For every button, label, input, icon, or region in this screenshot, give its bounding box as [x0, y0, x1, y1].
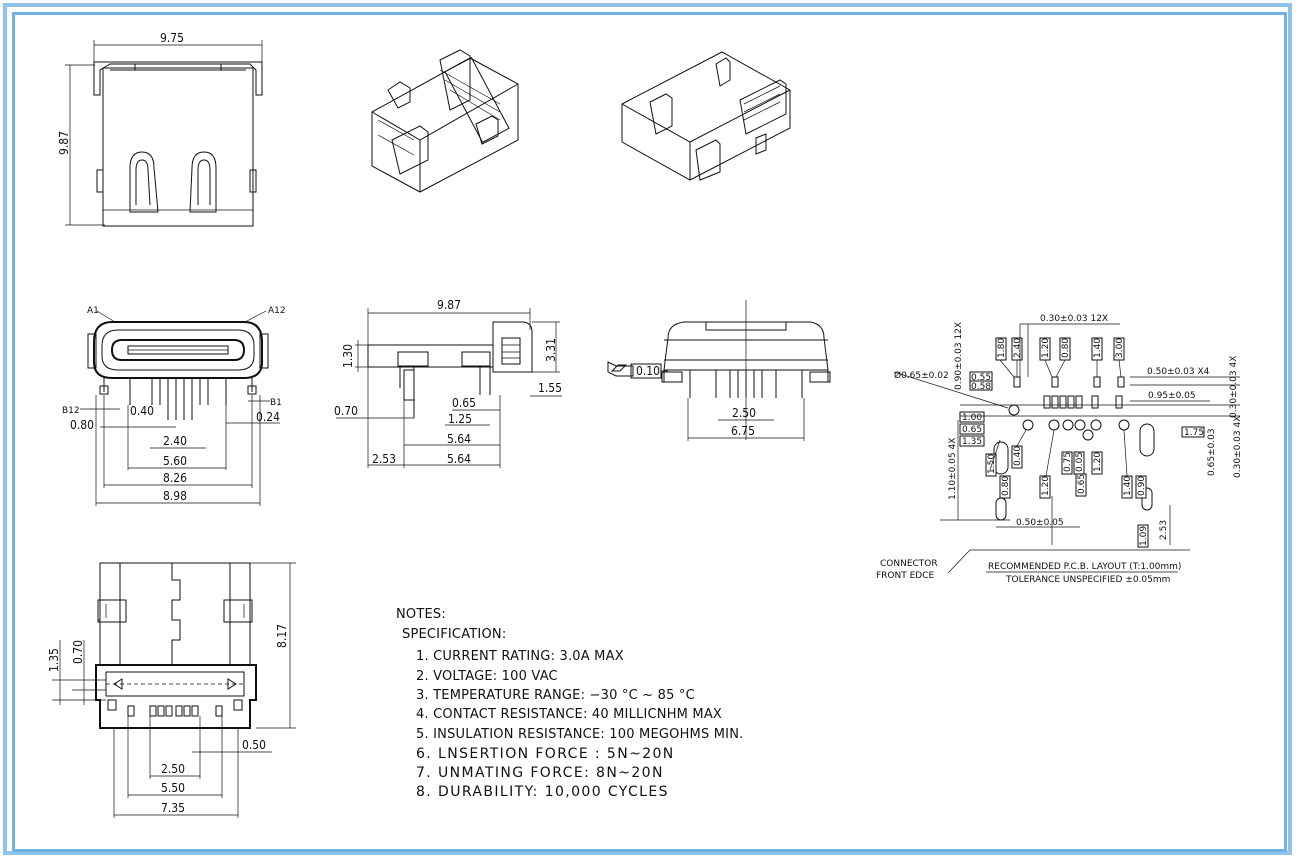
- note-item-7: 7. UNMATING FORCE: 8N~20N: [416, 765, 664, 781]
- svg-text:1.20: 1.20: [1041, 338, 1051, 358]
- side-view: 9.87 1.30 3.31 1.55 0.70 0.65 1.25 5.64: [334, 298, 562, 468]
- pcb-vias: [1008, 404, 1130, 441]
- pcb-d065: 0.65: [962, 425, 982, 435]
- dim-bottom-550: 5.50: [161, 781, 185, 795]
- pcb-d065-v: 0.65±0.03: [1207, 428, 1217, 476]
- note-item-8: 8. DURABILITY: 10,000 CYCLES: [416, 784, 669, 800]
- pcb-connector-edge-2: FRONT EDCE: [876, 571, 935, 581]
- front-leads: [129, 378, 227, 420]
- dim-front-826: 8.26: [163, 471, 187, 485]
- inner-frame: [12, 12, 1287, 852]
- dim-bottom-050: 0.50: [242, 738, 266, 752]
- pcb-d090: 0.90±0.03 12X: [954, 322, 964, 390]
- svg-text:1.40: 1.40: [1123, 476, 1133, 496]
- dim-side-width: 9.87: [437, 298, 461, 312]
- pcb-d175: 1.75: [1184, 428, 1204, 438]
- iso-view-1: [371, 49, 519, 193]
- iso-view-2: [621, 51, 791, 181]
- dim-front-040: 0.40: [130, 404, 154, 418]
- bottom-view: 1.35 0.70 8.17 0.50 2.50 5.50 7.35: [47, 562, 296, 818]
- pcb-signal-pads: [1013, 376, 1125, 409]
- dim-bottom-135: 1.35: [47, 648, 61, 672]
- svg-text:1.80: 1.80: [997, 338, 1007, 358]
- svg-text:3.00: 3.00: [1115, 338, 1125, 358]
- dim-side-331: 3.31: [544, 338, 558, 362]
- dim-bottom-735: 7.35: [161, 801, 185, 815]
- pcb-d253: 2.53: [1159, 520, 1169, 540]
- note-item-2: 2. VOLTAGE: 100 VAC: [416, 669, 558, 684]
- pcb-d058: 0.58: [971, 382, 991, 392]
- pcb-d030-v: 0.30±0.03 4X: [1233, 416, 1243, 478]
- pcb-connector-edge-1: CONNECTOR: [880, 559, 938, 569]
- pcb-d050x4: 0.50±0.03 X4: [1147, 367, 1210, 377]
- dim-side-070: 0.70: [334, 404, 358, 418]
- dim-top-width: 9.75: [160, 31, 184, 45]
- svg-text:0.75: 0.75: [1063, 452, 1073, 472]
- dim-bottom-070: 0.70: [71, 640, 85, 664]
- notes-title: NOTES:: [396, 607, 446, 622]
- rear-flatness: 0.10: [636, 364, 660, 378]
- label-b1: B1: [270, 398, 282, 408]
- svg-text:0.65: 0.65: [1077, 474, 1087, 494]
- pcb-vertical-labels: 1.80 2.40 1.20 0.80 1.40 3.00 1.50 0.40 …: [985, 337, 1147, 499]
- pcb-d110: 1.10±0.05 4X: [948, 438, 958, 500]
- note-item-4: 4. CONTACT RESISTANCE: 40 MILLICNHM MAX: [416, 707, 722, 722]
- svg-text:0.80: 0.80: [1001, 476, 1011, 496]
- label-a1: A1: [87, 306, 99, 316]
- pcb-layout-title: RECOMMENDED P.C.B. LAYOUT (T:1.00mm): [988, 562, 1181, 572]
- svg-text:1.20: 1.20: [1041, 476, 1051, 496]
- dim-rear-250: 2.50: [732, 406, 756, 420]
- pcb-d065dia: Ø0.65±0.02: [894, 370, 949, 381]
- dim-front-240: 2.40: [163, 434, 187, 448]
- label-b12: B12: [62, 406, 80, 416]
- pcb-d109: 1.09: [1139, 526, 1149, 546]
- svg-text:0.05: 0.05: [1075, 452, 1085, 472]
- dim-side-155: 1.55: [538, 381, 562, 395]
- dim-front-080: 0.80: [70, 418, 94, 432]
- dim-front-024: 0.24: [256, 410, 280, 424]
- bottom-leads: [127, 705, 223, 717]
- pcb-d055: 0.55: [971, 373, 991, 383]
- pcb-d030-12x: 0.30±0.03 12X: [1040, 314, 1108, 324]
- dim-side-130: 1.30: [341, 344, 355, 368]
- notes-spec: SPECIFICATION:: [402, 627, 506, 642]
- svg-text:0.80: 0.80: [1061, 338, 1071, 358]
- dim-rear-675: 6.75: [731, 424, 755, 438]
- rear-view: 0.10 2.50 6.75: [607, 300, 831, 441]
- svg-text:1.20: 1.20: [1093, 452, 1103, 472]
- dim-side-065: 0.65: [452, 396, 476, 410]
- outer-frame: [3, 3, 1292, 855]
- pcb-d135: 1.35: [962, 437, 982, 447]
- pcb-d095: 0.95±0.05: [1148, 391, 1196, 401]
- pcb-tolerance: TOLERANCE UNSPECIFIED ±0.05mm: [1005, 575, 1170, 585]
- dim-side-564a: 5.64: [447, 432, 471, 446]
- svg-text:2.40: 2.40: [1013, 338, 1023, 358]
- svg-text:1.40: 1.40: [1093, 338, 1103, 358]
- svg-text:0.90: 0.90: [1137, 476, 1147, 496]
- note-item-3: 3. TEMPERATURE RANGE: −30 °C ~ 85 °C: [416, 688, 695, 703]
- dim-side-125: 1.25: [448, 412, 472, 426]
- dim-side-253: 2.53: [372, 452, 396, 466]
- dim-top-height: 9.87: [57, 131, 71, 155]
- front-view: A1 A12 B12 B1 0.40 0: [62, 306, 286, 506]
- pcb-d050-05: 0.50±0.05: [1016, 518, 1064, 528]
- dim-bottom-817: 8.17: [275, 624, 289, 648]
- notes-block: NOTES: SPECIFICATION: 1. CURRENT RATING:…: [396, 607, 743, 800]
- dim-side-564b: 5.64: [447, 452, 471, 466]
- top-view: 9.75 9.87: [57, 31, 263, 227]
- note-item-6: 6. LNSERTION FORCE : 5N~20N: [416, 746, 675, 762]
- note-item-5: 5. INSULATION RESISTANCE: 100 MEGOHMS MI…: [416, 727, 743, 742]
- label-a12: A12: [268, 306, 286, 316]
- pcb-layout: 0.30±0.03 12X 0.90±0.03 12X Ø0.65±0.02 0…: [876, 314, 1243, 585]
- pcb-d030-4x: 0.30±0.03 4X: [1229, 356, 1239, 418]
- dim-front-560: 5.60: [163, 454, 187, 468]
- dim-front-898: 8.98: [163, 489, 187, 503]
- note-item-1: 1. CURRENT RATING: 3.0A MAX: [416, 649, 624, 664]
- svg-text:0.40: 0.40: [1013, 446, 1023, 466]
- pcb-d100: 1.00: [962, 413, 982, 423]
- dim-bottom-250: 2.50: [161, 762, 185, 776]
